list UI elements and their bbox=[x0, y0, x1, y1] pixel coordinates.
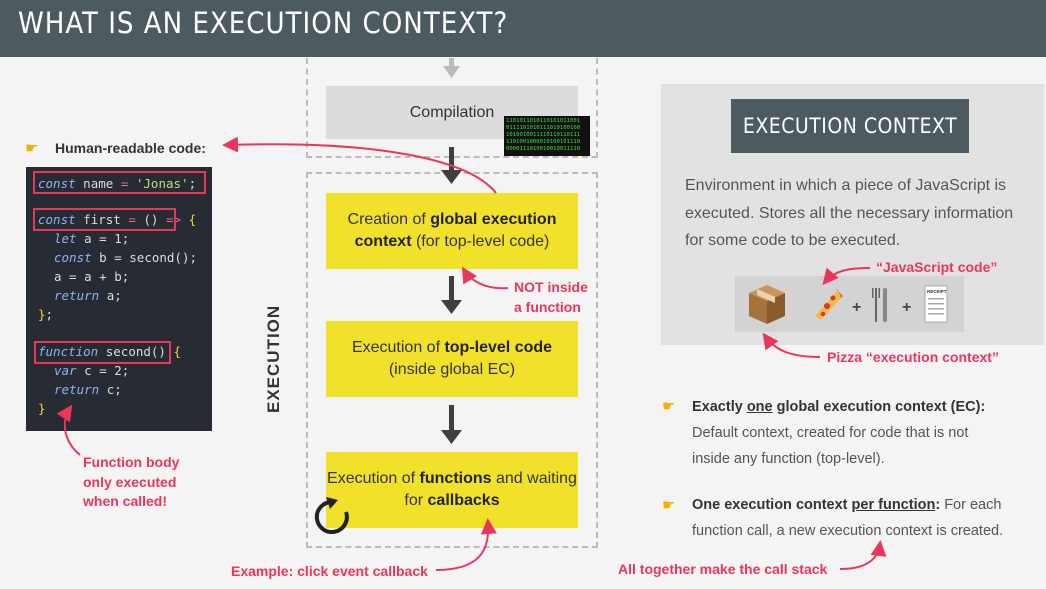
code-line: const name = 'Jonas'; bbox=[38, 176, 197, 191]
call-stack-label: All together make the call stack bbox=[618, 561, 828, 577]
plus-sign: + bbox=[852, 299, 861, 316]
page-title: WHAT IS AN EXECUTION CONTEXT? bbox=[18, 6, 509, 40]
arrow-not-inside bbox=[461, 266, 509, 290]
bullet-per-function-ec: One execution context per function: For … bbox=[692, 497, 1004, 539]
example-label: Example: click event callback bbox=[231, 563, 428, 579]
arrow-example-callback bbox=[435, 518, 497, 571]
code-line: }; bbox=[38, 307, 54, 322]
highlight-box bbox=[33, 208, 176, 231]
flow-arrow-down bbox=[441, 405, 462, 444]
loop-icon bbox=[314, 497, 349, 534]
header-bar: WHAT IS AN EXECUTION CONTEXT? bbox=[0, 0, 1046, 57]
svg-text:RECEIPT: RECEIPT bbox=[927, 289, 947, 294]
ec-title: EXECUTION CONTEXT bbox=[731, 99, 969, 153]
function-body-note: Function body only executed when called! bbox=[83, 454, 180, 509]
highlight-box bbox=[33, 171, 206, 194]
pizza-ec-label: Pizza “execution context” bbox=[827, 349, 999, 365]
code-line: a = a + b; bbox=[54, 269, 130, 284]
pointing-hand-icon: ☛ bbox=[662, 398, 676, 415]
functions-callbacks-box: Execution of functions and waiting for c… bbox=[326, 452, 578, 528]
code-line: var c = 2; bbox=[54, 363, 130, 378]
arrow-function-body bbox=[56, 404, 81, 456]
code-line: const first = () => { bbox=[38, 212, 197, 227]
flow-arrow-top bbox=[443, 58, 460, 78]
code-line: function second() { bbox=[38, 344, 182, 359]
arrow-javascript-code bbox=[822, 267, 871, 286]
code-line: return a; bbox=[54, 288, 122, 303]
compilation-box: Compilation bbox=[326, 86, 578, 139]
arrow-call-stack bbox=[839, 540, 887, 570]
receipt-icon: RECEIPT bbox=[924, 285, 948, 323]
flow-arrow-down bbox=[441, 147, 462, 184]
pizza-illustration: + + RECEIPT bbox=[735, 276, 964, 332]
code-line: } bbox=[38, 401, 46, 416]
global-ec-box: Creation of global execution context (fo… bbox=[326, 193, 578, 269]
top-level-code-box: Execution of top-level code(inside globa… bbox=[326, 321, 578, 397]
code-line: const b = second(); bbox=[54, 250, 198, 265]
pointing-hand-icon: ☛ bbox=[25, 140, 39, 157]
not-inside-note: NOT inside a function bbox=[514, 279, 588, 315]
javascript-code-label: “JavaScript code” bbox=[876, 259, 998, 275]
arrow-pizza-context bbox=[762, 332, 821, 358]
arrow-to-code-label bbox=[222, 136, 497, 194]
cutlery-icon bbox=[872, 288, 887, 322]
ec-description: Environment in which a piece of JavaScri… bbox=[685, 177, 1014, 249]
code-line: let a = 1; bbox=[54, 231, 130, 246]
pizza-icon bbox=[815, 288, 843, 320]
pizza-illustration-svg: + + RECEIPT bbox=[749, 285, 948, 324]
bullet-one-global-ec: Exactly one global execution context (EC… bbox=[692, 399, 986, 467]
box-icon bbox=[749, 285, 785, 324]
code-line: return c; bbox=[54, 382, 122, 397]
pointing-hand-icon: ☛ bbox=[662, 497, 676, 514]
plus-sign: + bbox=[902, 299, 911, 316]
binary-code-image: 1101011010110101011001 01111010101110101… bbox=[504, 116, 590, 156]
flow-arrow-down bbox=[441, 276, 462, 314]
code-label: Human-readable code: bbox=[55, 140, 206, 156]
code-block: const name = 'Jonas'; const first = () =… bbox=[26, 167, 212, 431]
highlight-box bbox=[34, 341, 171, 364]
